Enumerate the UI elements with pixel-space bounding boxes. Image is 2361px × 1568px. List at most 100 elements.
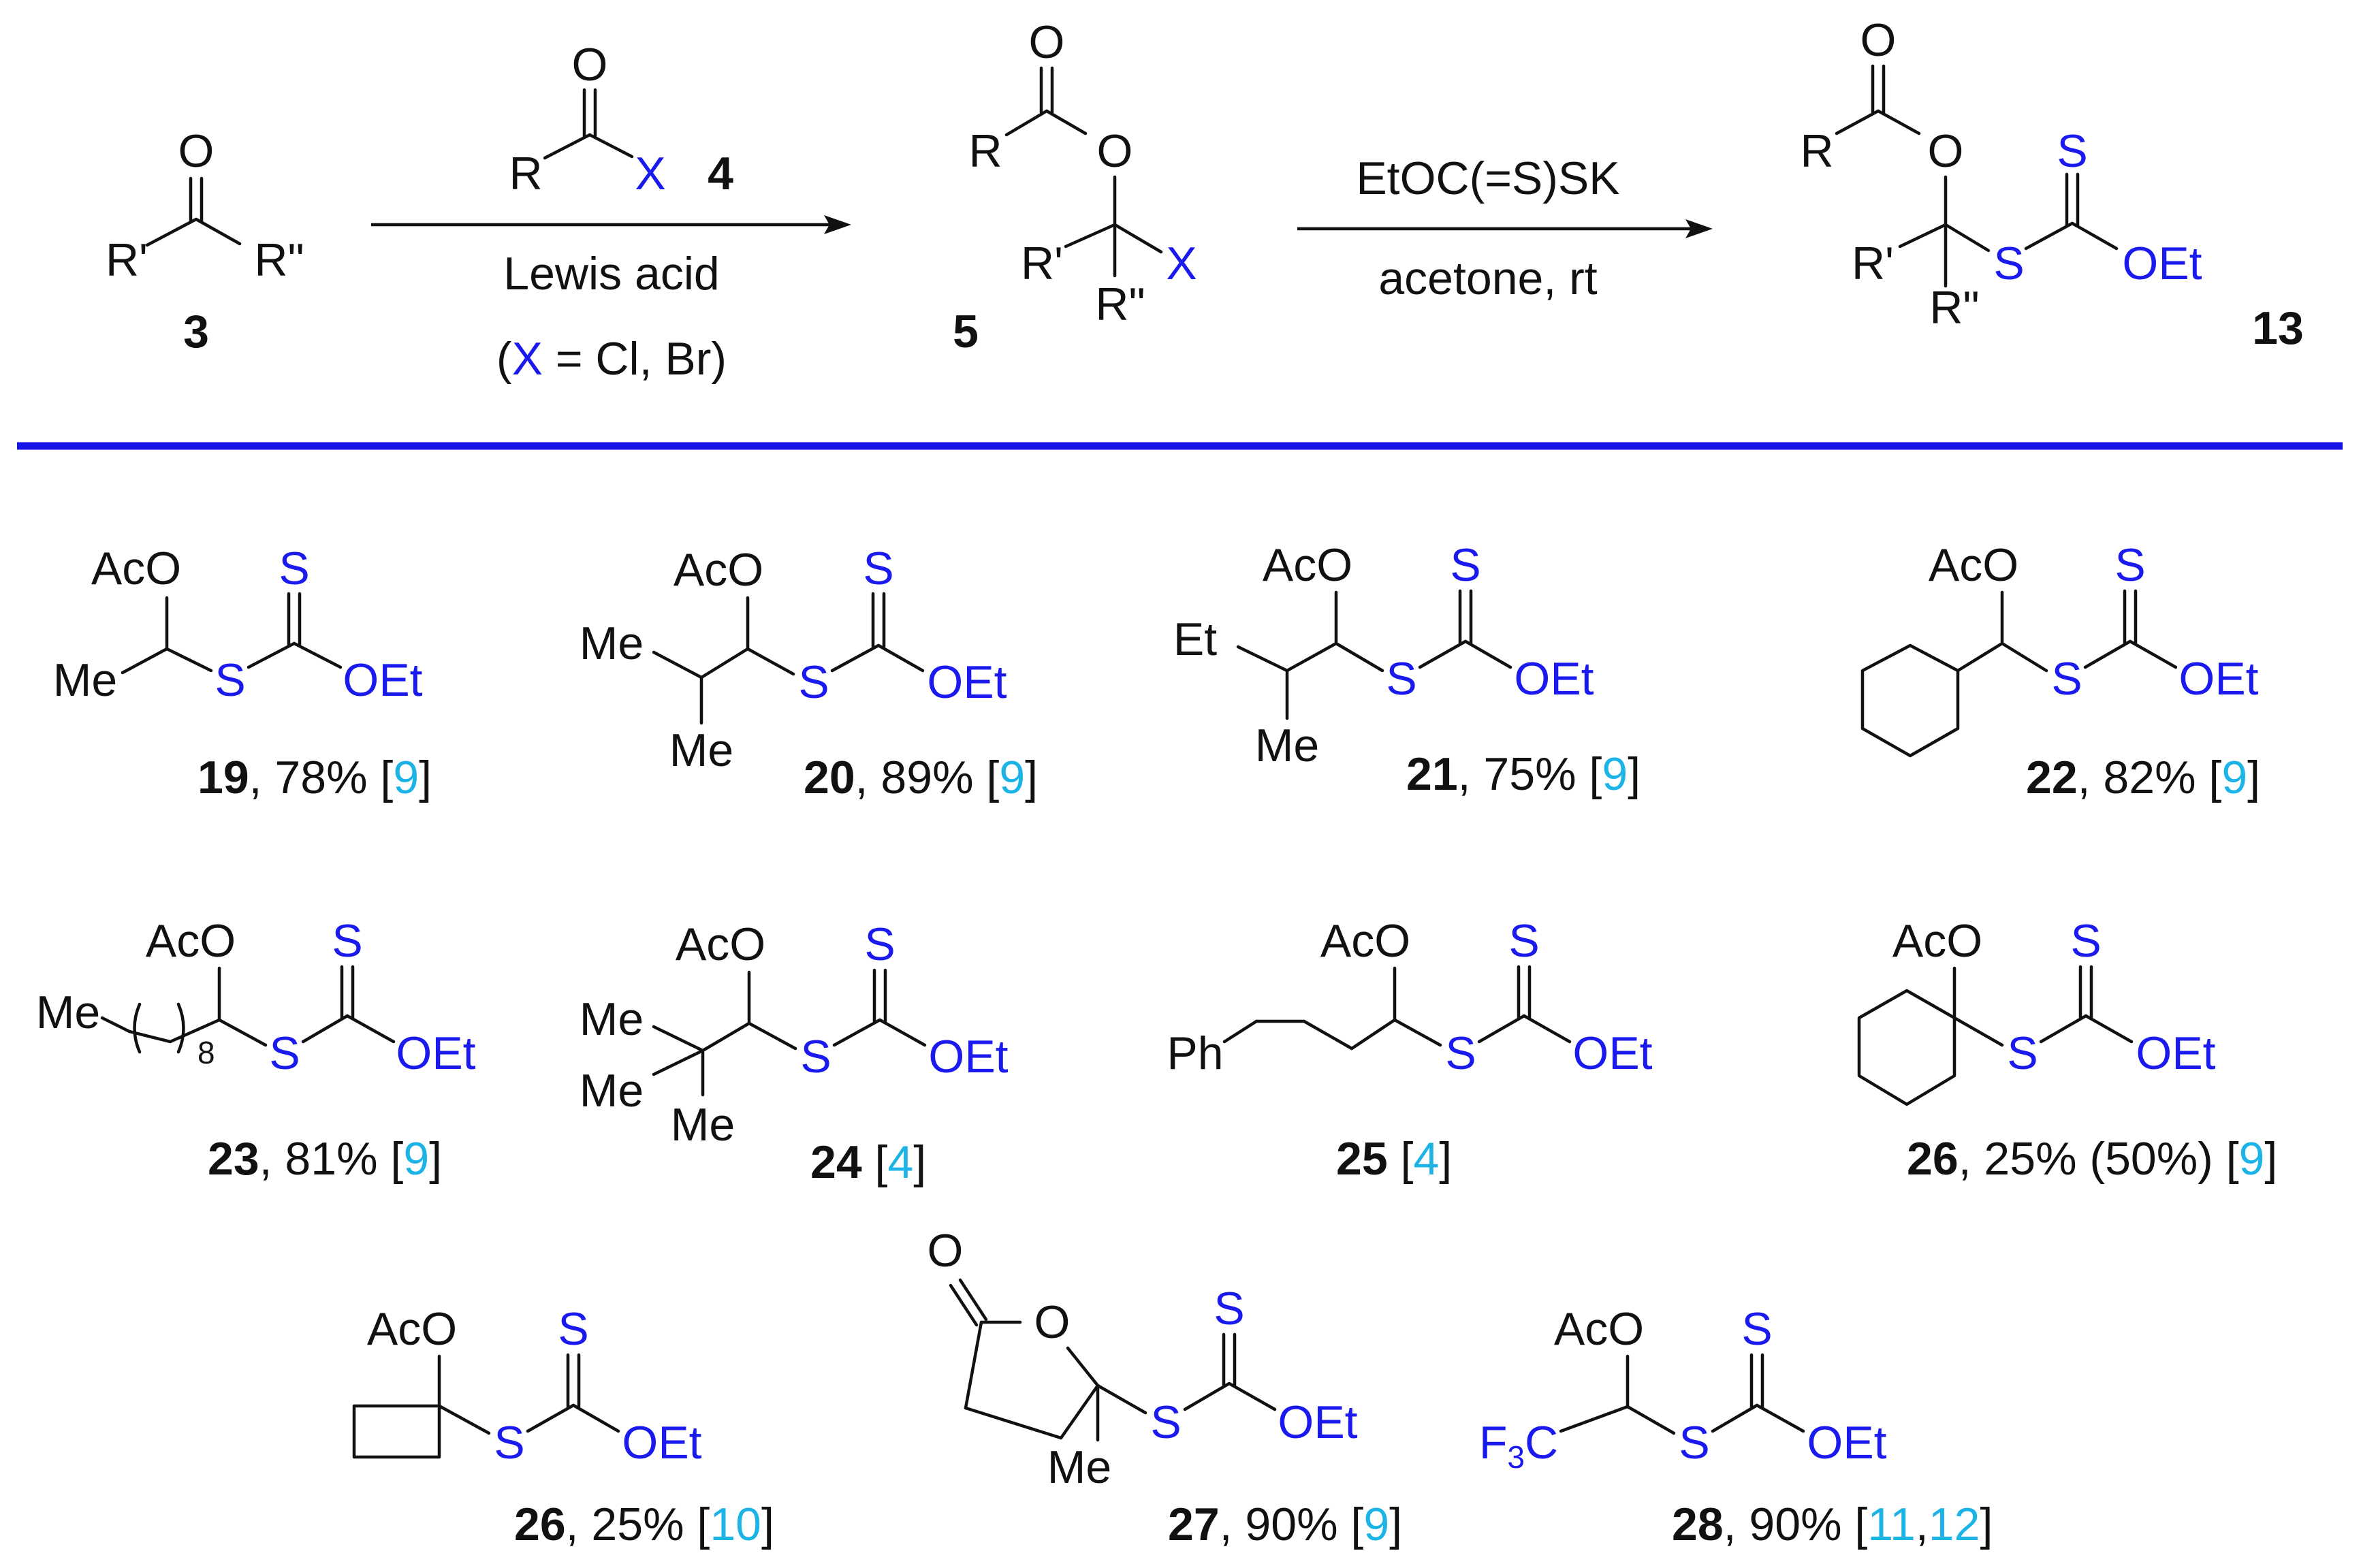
acyl-oxygen: O <box>572 39 608 91</box>
caption-23: 23, 81% [9] <box>208 1133 442 1185</box>
product-21: AcO Et Me S S OEt 21, 75% [9] <box>1173 539 1641 800</box>
s-thione-label: S <box>558 1303 588 1355</box>
product-carbonyl-o: O <box>1860 14 1897 66</box>
compound-number-3: 3 <box>183 306 209 357</box>
s-thione-label: S <box>279 543 309 594</box>
product-25: AcO Ph S S OEt 25 [4] <box>1167 915 1652 1185</box>
ketone-oxygen: O <box>178 125 215 177</box>
s-thione-label: S <box>864 918 895 970</box>
oet-label: OEt <box>622 1417 701 1469</box>
compound-number-5: 5 <box>953 306 979 357</box>
s-thione-label: S <box>2070 915 2101 967</box>
step2-reagent: EtOC(=S)SK <box>1356 153 1619 204</box>
me-label: Me <box>669 724 733 776</box>
intermediate-carbonyl-o: O <box>1029 16 1065 68</box>
oet-label: OEt <box>1278 1396 1357 1448</box>
aco-label: AcO <box>1320 915 1410 967</box>
me-label: Me <box>1255 720 1319 771</box>
intermediate-5: O R O R' X R" 5 <box>953 16 1197 357</box>
subscript-8: 8 <box>197 1035 215 1070</box>
step1-arrow: Lewis acid (X = Cl, Br) <box>371 215 851 385</box>
caption-25: 25 [4] <box>1336 1133 1452 1185</box>
s-thio-label: S <box>269 1027 300 1079</box>
intermediate-r1: R' <box>1021 238 1063 289</box>
aco-label: AcO <box>1554 1303 1644 1355</box>
s-thio-label: S <box>215 654 245 706</box>
intermediate-r2: R" <box>1095 278 1145 330</box>
oet-label: OEt <box>2178 653 2258 705</box>
ketone-3: O R' R" 3 <box>106 125 304 357</box>
ph-label: Ph <box>1167 1027 1223 1079</box>
product-26b: AcO S S OEt 26, 25% [10] <box>352 1303 774 1550</box>
s-thione-label: S <box>2114 539 2145 591</box>
intermediate-r: R <box>968 125 1002 177</box>
s-thione-label: S <box>332 915 362 967</box>
product-24: AcO Me Me Me S S OEt 24 [4] <box>580 918 1009 1188</box>
me-label: Me <box>580 1065 644 1117</box>
oet-label: OEt <box>1514 653 1594 705</box>
product-s-thione: S <box>2057 125 2087 177</box>
s-thio-label: S <box>2007 1027 2038 1079</box>
acyl-halide-4: O R X 4 <box>509 39 733 199</box>
aco-label: AcO <box>91 543 181 594</box>
caption-26b: 26, 25% [10] <box>514 1499 774 1550</box>
product-r: R <box>1800 125 1833 177</box>
aco-label: AcO <box>676 918 765 970</box>
aco-label: AcO <box>146 915 236 967</box>
product-26a: AcO S S OEt 26, 25% (50%) [9] <box>1857 915 2277 1185</box>
caption-20: 20, 89% [9] <box>804 752 1038 803</box>
oet-label: OEt <box>1572 1027 1652 1079</box>
acyl-x: X <box>635 148 665 199</box>
s-thio-label: S <box>1386 653 1416 705</box>
s-thione-label: S <box>1214 1283 1244 1334</box>
s-thio-label: S <box>798 656 829 708</box>
s-thio-label: S <box>1445 1027 1476 1079</box>
me-label: Me <box>53 654 117 706</box>
step1-x-definition: (X = Cl, Br) <box>496 333 727 385</box>
me-label: Me <box>580 618 644 669</box>
f3c-label: F3C <box>1479 1417 1558 1475</box>
lactone-ring-o: O <box>1034 1296 1071 1348</box>
ketone-r2: R" <box>254 234 304 286</box>
step2-conditions: acetone, rt <box>1378 253 1597 304</box>
product-oet: OEt <box>2122 238 2202 289</box>
s-thio-label: S <box>1150 1396 1181 1448</box>
oet-label: OEt <box>343 654 422 706</box>
me-label: Me <box>1047 1441 1111 1493</box>
s-thio-label: S <box>1679 1417 1709 1469</box>
product-s-thio: S <box>1993 238 2024 289</box>
caption-21: 21, 75% [9] <box>1406 748 1641 800</box>
step1-reagent: Lewis acid <box>503 248 720 300</box>
s-thione-label: S <box>1450 539 1480 591</box>
me-label: Me <box>36 987 100 1038</box>
oet-label: OEt <box>1807 1417 1886 1469</box>
caption-22: 22, 82% [9] <box>2026 752 2260 803</box>
ketone-r1: R' <box>106 234 148 286</box>
oet-label: OEt <box>2136 1027 2215 1079</box>
product-22: AcO S S OEt 22, 82% [9] <box>1860 539 2260 803</box>
product-13: O R O R' R" S S OEt 13 <box>1800 14 2303 354</box>
product-r1: R' <box>1852 238 1894 289</box>
s-thione-label: S <box>1508 915 1539 967</box>
aco-label: AcO <box>674 544 763 596</box>
oet-label: OEt <box>928 1031 1008 1083</box>
product-ether-o: O <box>1928 125 1964 177</box>
caption-27: 27, 90% [9] <box>1168 1499 1402 1550</box>
caption-28: 28, 90% [11,12] <box>1672 1499 1993 1550</box>
me-label: Me <box>671 1099 735 1151</box>
lactone-carbonyl-o: O <box>928 1225 964 1277</box>
caption-24: 24 [4] <box>810 1136 926 1188</box>
aco-label: AcO <box>367 1303 457 1355</box>
product-19: AcO Me S S OEt 19, 78% [9] <box>53 543 432 803</box>
s-thio-label: S <box>2051 653 2082 705</box>
step2-arrow: EtOC(=S)SK acetone, rt <box>1297 153 1713 304</box>
intermediate-x: X <box>1166 238 1197 289</box>
s-thione-label: S <box>863 543 893 594</box>
acyl-r: R <box>509 148 542 199</box>
aco-label: AcO <box>1929 539 2018 591</box>
intermediate-ether-o: O <box>1097 125 1133 177</box>
s-thio-label: S <box>800 1031 831 1083</box>
oet-label: OEt <box>927 656 1007 708</box>
me-label: Me <box>580 993 644 1045</box>
